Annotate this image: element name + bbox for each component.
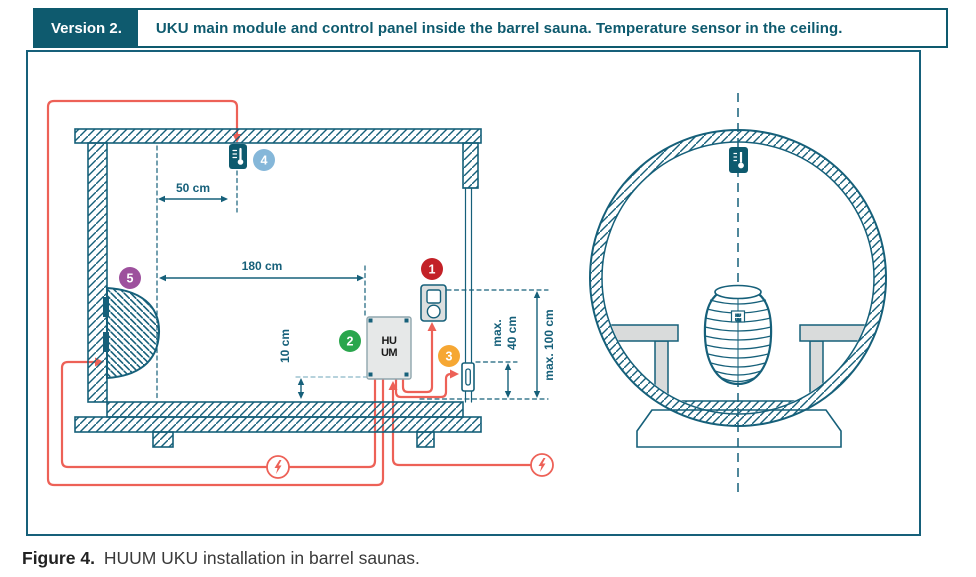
badge-5: 5 xyxy=(119,267,141,289)
dim-50cm: 50 cm xyxy=(176,181,210,195)
right-foot xyxy=(416,431,435,448)
svg-text:2: 2 xyxy=(347,335,354,349)
svg-text:5: 5 xyxy=(127,272,134,286)
barrel-stand xyxy=(636,409,842,448)
dim-10cm: 10 cm xyxy=(278,329,292,363)
bench-left xyxy=(607,324,679,403)
heater-front: HU UM xyxy=(703,284,773,386)
badge-4: 4 xyxy=(253,149,275,171)
panel-cable xyxy=(401,329,434,394)
ceiling xyxy=(74,128,482,144)
dim-max-100cm: max. 100 cm xyxy=(542,309,556,380)
control-panel xyxy=(420,284,447,322)
right-wall-top xyxy=(462,142,479,189)
front-view: HU UM xyxy=(589,93,887,497)
dimension-arrowheads xyxy=(158,195,541,399)
dim-180cm: 180 cm xyxy=(242,259,283,273)
reference-lines xyxy=(156,145,549,402)
dim-40cm: 40 cm xyxy=(505,316,519,350)
door-switch-cable xyxy=(394,372,453,399)
svg-text:1: 1 xyxy=(429,263,436,277)
figure-label: Figure 4. xyxy=(22,548,95,568)
thermometer-icon xyxy=(733,152,744,169)
svg-text:3: 3 xyxy=(446,350,453,364)
temperature-sensor-side xyxy=(229,144,247,169)
side-view: HU UM xyxy=(46,99,556,487)
dim-max-label: max. xyxy=(490,319,504,346)
temperature-sensor-front xyxy=(729,147,748,173)
lightning-icon xyxy=(274,460,282,474)
sensor-cable xyxy=(46,99,385,487)
power-symbol-left xyxy=(266,455,290,479)
header-description: UKU main module and control panel inside… xyxy=(155,19,843,37)
door-switch xyxy=(461,362,475,392)
left-wall xyxy=(87,142,108,403)
uku-main-module: HU UM xyxy=(366,316,412,380)
mains-cable xyxy=(391,388,532,467)
left-foot xyxy=(152,431,174,448)
figure-text: HUUM UKU installation in barrel saunas. xyxy=(103,548,420,568)
huum-logo-line1: HU xyxy=(382,335,397,347)
heater-cable xyxy=(60,360,377,469)
version-header: Version 2. UKU main module and control p… xyxy=(33,8,948,48)
badge-2: 2 xyxy=(339,330,361,352)
huum-logo-line2: UM xyxy=(381,347,397,359)
badges: 1 2 3 4 5 xyxy=(119,149,460,367)
badge-3: 3 xyxy=(438,345,460,367)
lightning-icon xyxy=(538,458,546,472)
badge-1: 1 xyxy=(421,258,443,280)
heater-logo: HU UM xyxy=(730,310,746,323)
floor-platform xyxy=(74,416,482,433)
svg-text:UM: UM xyxy=(735,317,742,322)
thermometer-icon xyxy=(232,147,244,165)
svg-text:4: 4 xyxy=(261,154,268,168)
svg-text:HU: HU xyxy=(735,313,741,318)
dimensions: 50 cm 180 cm 10 cm max. 40 cm max. 100 c… xyxy=(158,181,556,399)
figure-caption: Figure 4. HUUM UKU installation in barre… xyxy=(22,548,420,569)
cabin-structure xyxy=(74,128,482,448)
version-label: Version 2. xyxy=(35,10,138,46)
power-symbol-right xyxy=(530,453,554,477)
heater-side xyxy=(103,286,161,380)
wiring xyxy=(46,99,532,487)
inner-floor xyxy=(106,401,464,418)
